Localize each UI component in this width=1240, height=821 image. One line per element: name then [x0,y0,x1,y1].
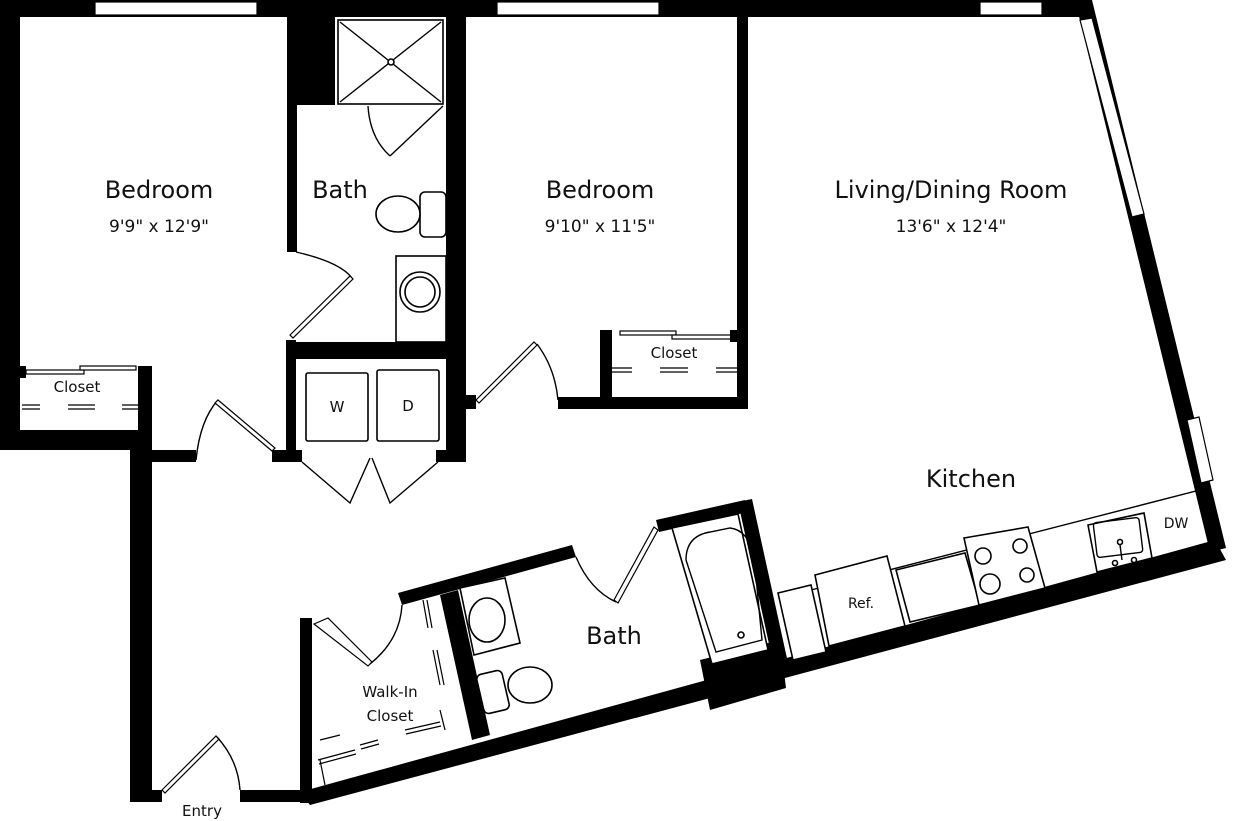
windows [94,1,1214,484]
bedroom-2-label: Bedroom [546,176,655,204]
living-room-label: Living/Dining Room [835,176,1068,204]
walk-in-closet-label-line1: Walk-In [362,683,417,701]
bath-2-label: Bath [586,622,642,650]
washer-label: W [330,398,345,416]
living-room-dimensions: 13'6" x 12'4" [896,217,1007,237]
bedroom-2-dimensions: 9'10" x 11'5" [545,217,656,237]
bath-1-fixtures [337,19,447,343]
washer [305,372,369,442]
walk-in-rods [317,599,446,786]
kitchen-label: Kitchen [926,465,1016,493]
bath-1-label: Bath [312,176,368,204]
kitchen-counter [777,489,1216,661]
bedroom-1-label: Bedroom [105,176,214,204]
dryer-label: D [402,397,414,415]
dryer [376,369,440,442]
entry-label: Entry [182,802,222,820]
bath-2-fixtures [459,513,769,715]
walk-in-closet-label-line2: Closet [367,707,414,725]
bedroom-1-dimensions: 9'9" x 12'9" [109,217,209,237]
closet-2-label: Closet [651,344,698,362]
walls [0,0,1226,805]
closet-1-label: Closet [54,378,101,396]
refrigerator [814,555,906,647]
doors [161,105,659,794]
refrigerator-label: Ref. [848,596,874,612]
closet-2 [612,330,740,373]
labels: Bedroom 9'9" x 12'9" Bath Bedroom 9'10" … [54,176,1189,820]
laundry [305,369,440,442]
dishwasher-label: DW [1164,516,1189,532]
closet-1 [18,365,140,410]
